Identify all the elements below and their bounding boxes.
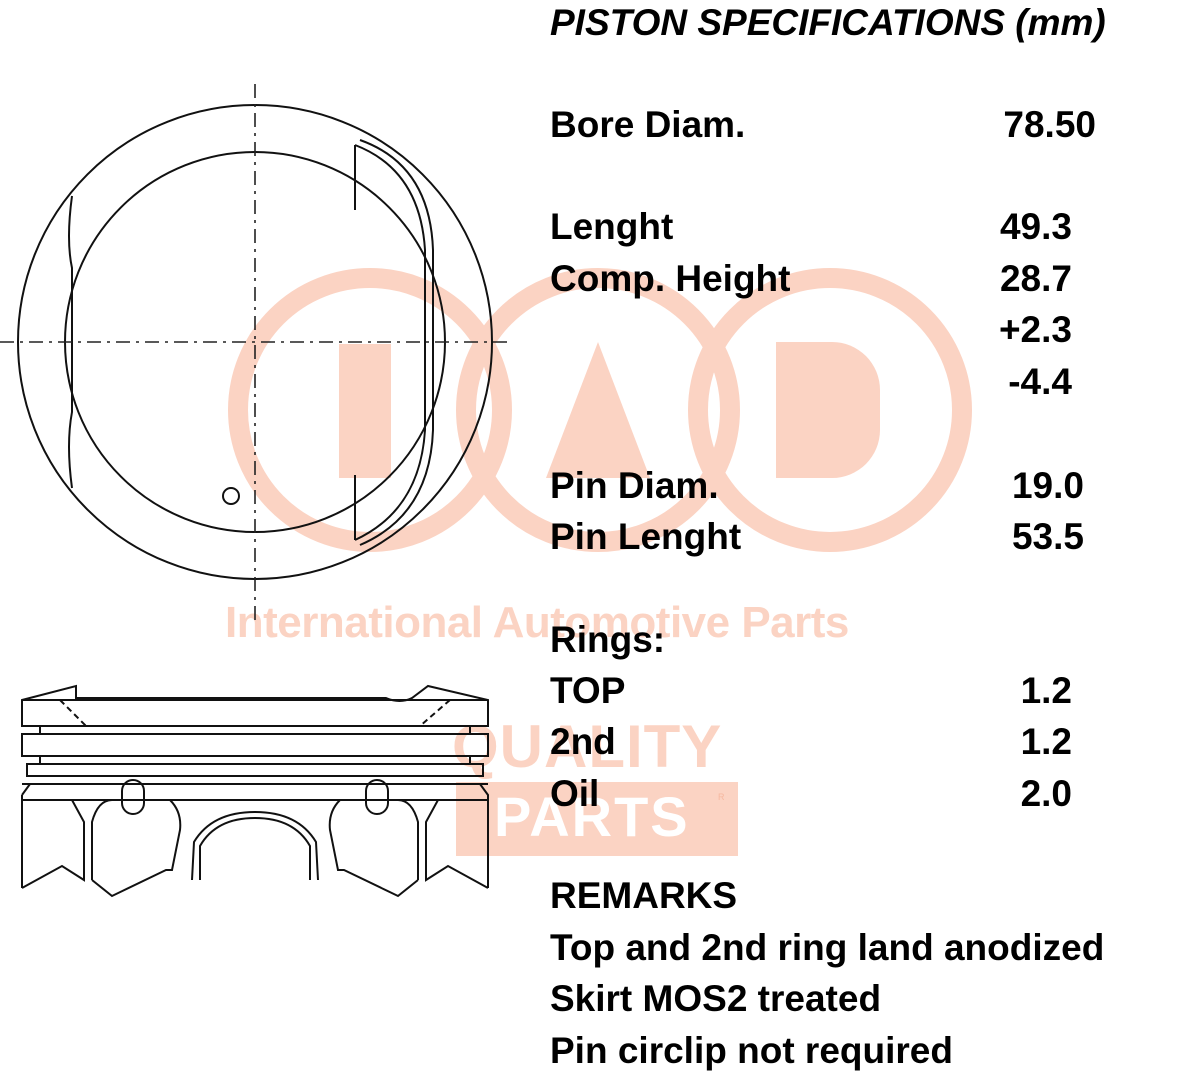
bore-diam-label: Bore Diam. [550, 104, 746, 145]
ring-oil-value: 2.0 [1020, 773, 1072, 814]
logo-letter-a [546, 342, 650, 478]
remark-line: Pin circlip not required [550, 1030, 953, 1071]
pin-diam-label: Pin Diam. [550, 465, 719, 506]
logo-letter-i [339, 344, 391, 478]
length-label: Lenght [550, 206, 674, 247]
comp-height-label: Comp. Height [550, 258, 791, 299]
rings-heading: Rings: [550, 619, 666, 660]
comp-height-tol-minus: -4.4 [1008, 361, 1072, 402]
ring-top-label: TOP [550, 670, 626, 711]
remark-line: Skirt MOS2 treated [550, 978, 882, 1019]
watermark-parts: PARTS [494, 785, 690, 848]
logo-letter-p [776, 342, 880, 478]
watermark-tagline: International Automotive Parts [225, 598, 849, 647]
ring-2nd-value: 1.2 [1020, 721, 1072, 762]
remark-line: Top and 2nd ring land anodized [550, 927, 1105, 968]
ring-oil-label: Oil [550, 773, 600, 814]
piston-top-view-drawing [0, 84, 508, 620]
bore-diam-value: 78.50 [1003, 104, 1096, 145]
comp-height-value: 28.7 [999, 258, 1072, 299]
ring-2nd-label: 2nd [550, 721, 616, 762]
pin-length-value: 53.5 [1011, 516, 1084, 557]
length-value: 49.3 [999, 206, 1072, 247]
watermark-parts-badge [456, 782, 738, 856]
remarks-heading: REMARKS [550, 875, 738, 916]
ring-top-value: 1.2 [1020, 670, 1072, 711]
spec-title: PISTON SPECIFICATIONS (mm) [550, 2, 1106, 43]
registered-mark: R [718, 792, 725, 802]
watermark-quality: QUALITY [452, 713, 723, 780]
piston-side-view-drawing [21, 684, 489, 898]
pin-length-label: Pin Lenght [550, 516, 742, 557]
comp-height-tol-plus: +2.3 [998, 309, 1072, 350]
pin-diam-value: 19.0 [1011, 465, 1084, 506]
